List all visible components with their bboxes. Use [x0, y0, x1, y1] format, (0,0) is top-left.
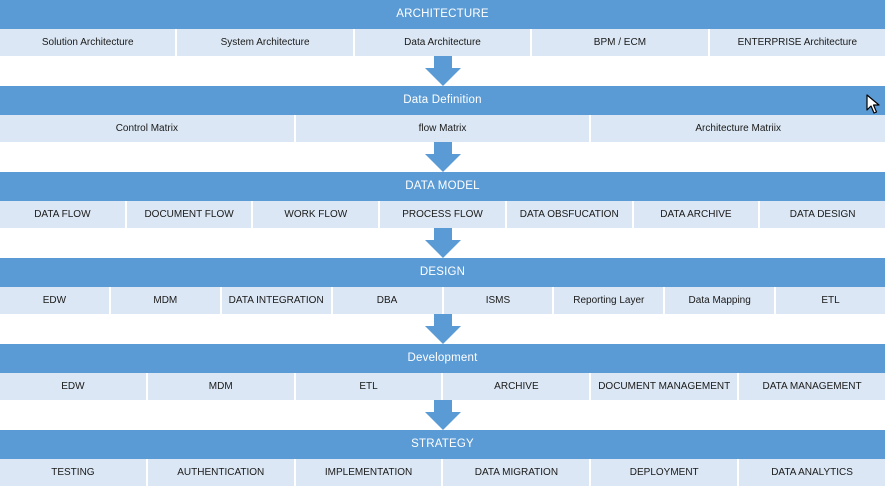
stage-item: DATA OBSFUCATION [506, 201, 632, 228]
stage-title: DESIGN [0, 258, 885, 287]
stage-item: DOCUMENT FLOW [126, 201, 252, 228]
stage-item: Solution Architecture [0, 29, 176, 56]
stage-item: ARCHIVE [443, 373, 590, 400]
stage-item: MDM [110, 287, 220, 314]
stage-items: DATA FLOW DOCUMENT FLOW WORK FLOW PROCES… [0, 201, 885, 228]
down-arrow-icon [425, 56, 461, 86]
stage-item: DATA MIGRATION [443, 459, 590, 486]
stage-item: IMPLEMENTATION [295, 459, 442, 486]
stage-item: AUTHENTICATION [147, 459, 294, 486]
stage-item: ENTERPRISE Architecture [709, 29, 885, 56]
stage-item: DATA ANALYTICS [739, 459, 885, 486]
stage-item: DBA [332, 287, 442, 314]
stage-item: DATA ARCHIVE [633, 201, 759, 228]
stage-title: STRATEGY [0, 430, 885, 459]
stage-item: DATA DESIGN [760, 201, 885, 228]
stage-item: flow Matrix [295, 115, 590, 142]
stage-item: TESTING [0, 459, 146, 486]
stage-item: DATA MANAGEMENT [739, 373, 885, 400]
stage-item: DEPLOYMENT [591, 459, 738, 486]
stage-item: System Architecture [177, 29, 353, 56]
stage-item: ETL [776, 287, 885, 314]
down-arrow-icon [425, 142, 461, 172]
stage-items: Control Matrix flow Matrix Architecture … [0, 115, 885, 142]
stage-item: Reporting Layer [554, 287, 664, 314]
stage-title: Data Definition [0, 86, 885, 115]
stage-items: EDW MDM DATA INTEGRATION DBA ISMS Report… [0, 287, 885, 314]
stage-item: DATA INTEGRATION [221, 287, 331, 314]
stage-item: PROCESS FLOW [380, 201, 505, 228]
stage-item: ISMS [443, 287, 553, 314]
stage-item: WORK FLOW [253, 201, 379, 228]
stage-item: Control Matrix [0, 115, 294, 142]
stage-item: Architecture Matriix [591, 115, 885, 142]
mouse-cursor-icon [866, 94, 880, 114]
stage-item: EDW [0, 287, 109, 314]
stage-title: Development [0, 344, 885, 373]
stage-item: DOCUMENT MANAGEMENT [591, 373, 738, 400]
stage-item: DATA FLOW [0, 201, 125, 228]
stage-item: ETL [295, 373, 442, 400]
down-arrow-icon [425, 228, 461, 258]
stage-items: EDW MDM ETL ARCHIVE DOCUMENT MANAGEMENT … [0, 373, 885, 400]
stage-item: Data Architecture [354, 29, 531, 56]
stage-item: Data Mapping [665, 287, 775, 314]
down-arrow-icon [425, 314, 461, 344]
stage-items: TESTING AUTHENTICATION IMPLEMENTATION DA… [0, 459, 885, 486]
down-arrow-icon [425, 400, 461, 430]
stage-item: MDM [147, 373, 294, 400]
stage-item: BPM / ECM [532, 29, 708, 56]
stage-title: DATA MODEL [0, 172, 885, 201]
stage-items: Solution Architecture System Architectur… [0, 29, 885, 56]
stage-item: EDW [0, 373, 146, 400]
stage-title: ARCHITECTURE [0, 0, 885, 29]
